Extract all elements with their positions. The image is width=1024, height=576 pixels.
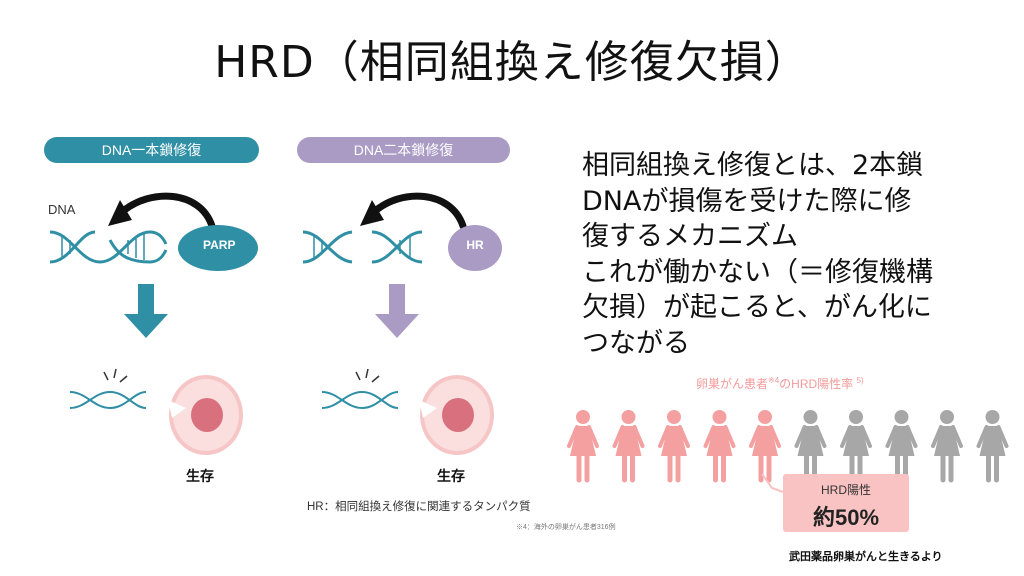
explanation-line: DNAが損傷を受けた際に修	[582, 185, 912, 217]
hr-oval	[448, 225, 502, 271]
person-icon	[976, 410, 1009, 483]
explanation-line: 復するメカニズム	[582, 221, 798, 252]
person-icon-positive	[567, 410, 599, 483]
callout-pointer	[761, 473, 784, 493]
arrowhead-icon	[108, 200, 132, 226]
caption-text: 卵巣がん患者	[696, 377, 769, 391]
cell-icon	[419, 375, 494, 455]
hr-definition-note: HR：相同組換え修復に関連するタンパク質	[307, 501, 531, 513]
caption-sup: 5)	[856, 376, 864, 385]
curved-arrow-icon	[118, 192, 216, 230]
hr-label: HR	[466, 238, 484, 252]
person-icon	[794, 410, 827, 483]
person-icon-positive	[658, 410, 690, 483]
repaired-dna-icon	[69, 368, 147, 410]
person-icon	[931, 410, 963, 483]
down-arrow-icon	[375, 284, 419, 338]
single-strand-repair-label: DNA一本鎖修復	[44, 137, 259, 163]
survive-label: 生存	[437, 468, 465, 484]
explanation-line: 相同組換え修復とは、2本鎖	[582, 150, 924, 181]
person-icon-positive	[749, 410, 781, 483]
repaired-dna-icon	[321, 368, 399, 410]
double-strand-repair-label: DNA二本鎖修復	[297, 137, 510, 163]
dna-label: DNA	[48, 202, 76, 217]
figure-caption: 卵巣がん患者※4のHRD陽性率 5)	[696, 375, 864, 392]
caption-text: のHRD陽性率	[779, 377, 854, 391]
dna-helix-broken-icon	[302, 230, 423, 264]
explanation-text: 相同組換え修復とは、2本鎖 DNAが損傷を受けた際に修 復するメカニズム これが…	[582, 148, 1002, 361]
person-icon-positive	[703, 410, 736, 483]
explanation-line: つながる	[582, 327, 690, 359]
down-arrow-icon	[124, 284, 168, 338]
parp-oval	[178, 225, 258, 271]
hrd-box-value: 約50%	[812, 505, 880, 530]
curved-arrow-icon	[370, 192, 467, 230]
person-icon	[885, 410, 918, 483]
hrd-box-label: HRD陽性	[821, 483, 871, 497]
page-title: HRD（相同組換え修復欠損）	[214, 37, 810, 88]
footnote: ※4：海外の卵巣がん患者316例	[516, 524, 616, 531]
explanation-line: 欠損）が起こると、がん化に	[582, 292, 932, 323]
hrd-positive-box: HRD陽性 約50%	[783, 474, 909, 532]
survive-label: 生存	[186, 468, 214, 484]
source-credit: 武田薬品卵巣がんと生きるより	[789, 551, 943, 563]
arrowhead-icon	[360, 200, 384, 226]
dna-helix-icon	[49, 230, 168, 264]
cell-icon	[168, 375, 243, 455]
person-icon	[840, 410, 872, 483]
person-icon-positive	[612, 410, 645, 483]
parp-label: PARP	[203, 238, 236, 252]
explanation-line: これが働かない（＝修復機構	[582, 256, 933, 288]
caption-sup: ※4	[768, 376, 780, 385]
